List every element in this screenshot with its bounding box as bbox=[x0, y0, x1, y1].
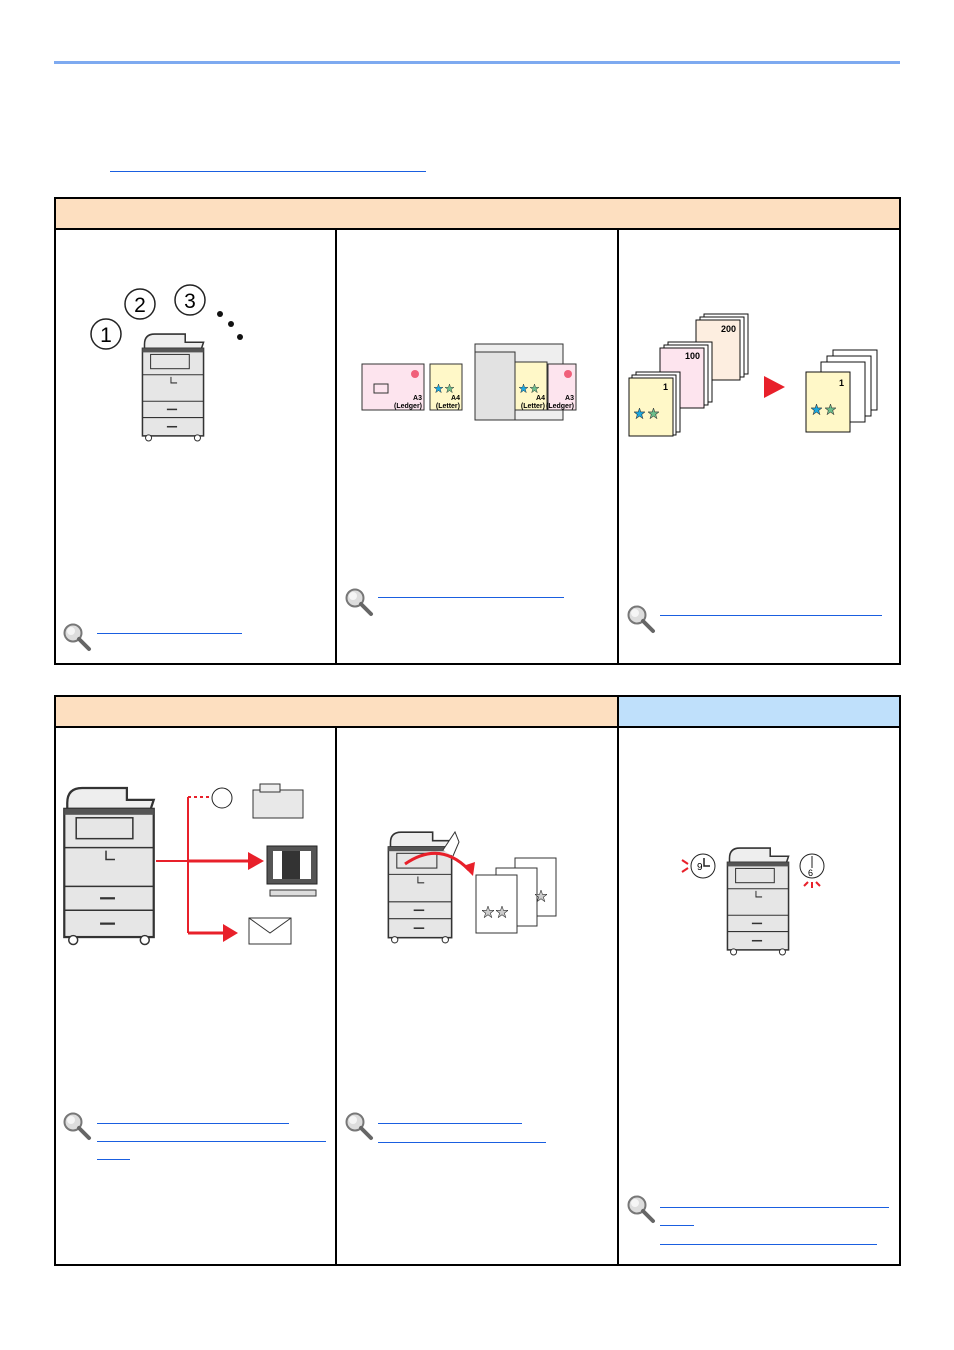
svg-text:2: 2 bbox=[134, 294, 146, 317]
reference-link[interactable] bbox=[97, 1122, 289, 1124]
reference-link[interactable] bbox=[97, 1158, 130, 1160]
reference-link[interactable] bbox=[660, 1243, 877, 1245]
reference-link[interactable] bbox=[378, 1122, 522, 1124]
magnifier-icon bbox=[626, 1194, 656, 1224]
svg-text:1: 1 bbox=[663, 382, 668, 392]
timer-illustration: 9 6 bbox=[681, 847, 825, 956]
reference-link[interactable] bbox=[97, 632, 242, 634]
svg-text:(Letter): (Letter) bbox=[436, 403, 460, 410]
magnifier-icon bbox=[344, 1111, 374, 1141]
numbered-bubbles-icon: 1 2 3 bbox=[90, 284, 243, 350]
reference-link[interactable] bbox=[378, 1141, 546, 1143]
svg-text:100: 100 bbox=[685, 351, 700, 361]
feature-table-1 bbox=[54, 197, 901, 665]
magnifier-icon bbox=[62, 1111, 92, 1141]
svg-text:A4: A4 bbox=[536, 395, 545, 402]
top-rule bbox=[54, 61, 900, 64]
magnifier-icon bbox=[626, 604, 656, 634]
reference-link[interactable] bbox=[660, 614, 882, 616]
svg-text:1: 1 bbox=[839, 378, 844, 388]
svg-text:200: 200 bbox=[721, 324, 736, 334]
mixed-size-originals-illustration: A3 (Ledger) A4 (Letter) A4 (Letter) A3 (… bbox=[361, 343, 577, 421]
svg-text:A3: A3 bbox=[413, 395, 422, 402]
reference-link[interactable] bbox=[660, 1224, 694, 1226]
svg-text:1: 1 bbox=[100, 324, 112, 347]
reference-link[interactable] bbox=[97, 1140, 326, 1142]
table-2-header bbox=[56, 697, 617, 726]
fax-icon bbox=[252, 789, 304, 819]
clock-icon bbox=[690, 853, 716, 879]
svg-text:3: 3 bbox=[184, 290, 196, 313]
magnifier-icon bbox=[344, 587, 374, 617]
reference-link[interactable] bbox=[378, 596, 564, 598]
svg-text:(Ledger): (Ledger) bbox=[394, 403, 422, 410]
continuous-scan-illustration: 200 100 1 1 bbox=[628, 313, 878, 437]
intro-link[interactable] bbox=[110, 170, 426, 172]
send-destinations-illustration bbox=[63, 783, 318, 946]
magnifier-icon bbox=[62, 622, 92, 652]
copy-illustration bbox=[387, 830, 557, 944]
svg-text:(Ledger): (Ledger) bbox=[546, 403, 574, 410]
svg-text:6: 6 bbox=[808, 868, 813, 878]
svg-text:A3: A3 bbox=[565, 395, 574, 402]
phone-icon bbox=[211, 787, 233, 809]
arrow-icon bbox=[764, 376, 785, 398]
table-2-header-blue bbox=[619, 697, 899, 726]
svg-text:(Letter): (Letter) bbox=[521, 403, 545, 410]
table-1-header bbox=[56, 199, 899, 228]
svg-text:A4: A4 bbox=[451, 395, 460, 402]
reference-link[interactable] bbox=[660, 1206, 889, 1208]
svg-text:9: 9 bbox=[697, 862, 703, 873]
hand-icon bbox=[442, 830, 460, 857]
feature-table-2 bbox=[54, 695, 901, 1266]
email-icon bbox=[248, 917, 292, 945]
